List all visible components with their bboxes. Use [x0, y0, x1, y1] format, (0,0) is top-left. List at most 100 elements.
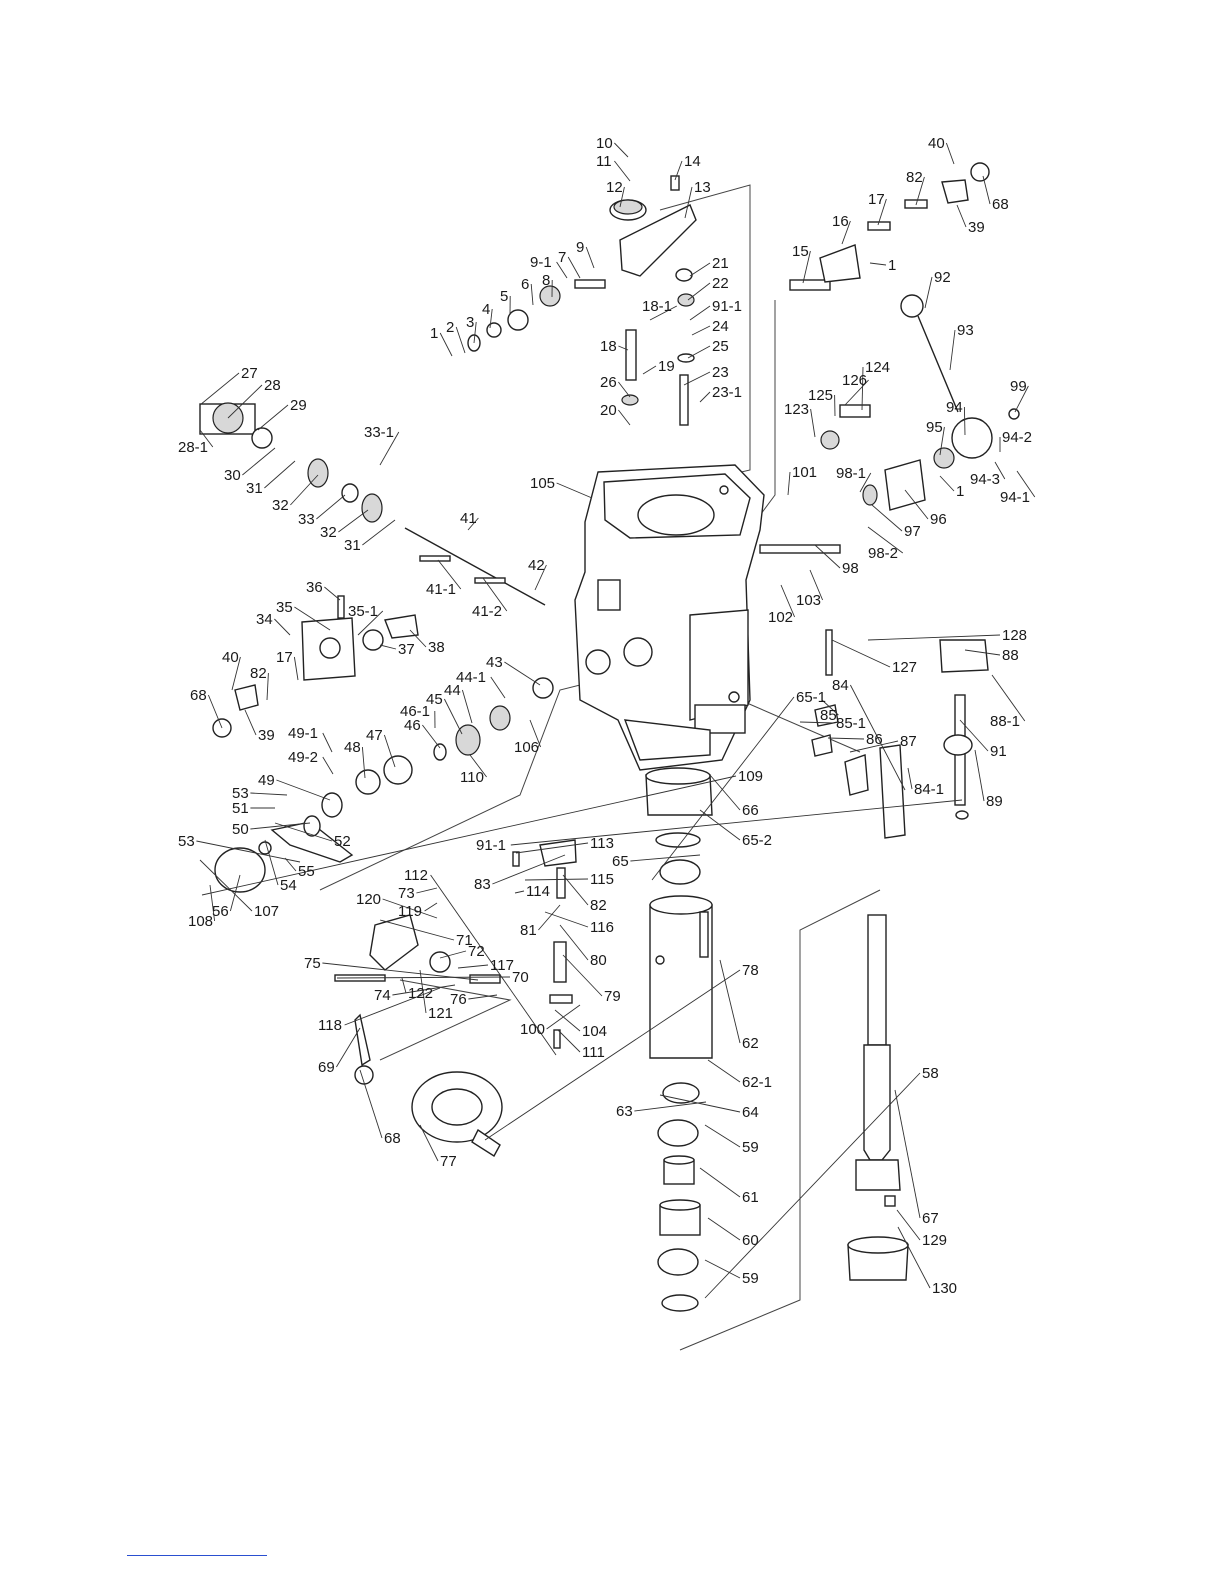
leader-line-59	[704, 1124, 741, 1148]
leader-line-17	[293, 656, 299, 681]
part-label-18: 18	[600, 338, 617, 355]
part-label-35-1: 35-1	[348, 603, 378, 620]
part-label-68: 68	[992, 196, 1009, 213]
part-label-1: 1	[888, 257, 896, 274]
part-label-130: 130	[932, 1280, 957, 1297]
leader-line-31	[362, 519, 396, 546]
part-label-50: 50	[232, 821, 249, 838]
part-label-68: 68	[190, 687, 207, 704]
spindle-67	[847, 914, 909, 1281]
feed-assembly	[334, 839, 577, 1157]
leader-line-48	[361, 746, 366, 779]
part-label-25: 25	[712, 338, 729, 355]
part-label-70: 70	[512, 969, 529, 986]
part-label-58: 58	[922, 1065, 939, 1082]
leader-line-82	[562, 874, 589, 906]
leader-line-88	[964, 649, 1001, 656]
leader-line-94-1	[1016, 470, 1036, 498]
leader-line-13	[684, 186, 693, 219]
part-label-9: 9	[576, 239, 584, 256]
leader-line-91	[959, 719, 989, 752]
leader-line-62	[719, 959, 741, 1044]
part-label-94-2: 94-2	[1002, 429, 1032, 446]
leader-line-17	[877, 198, 887, 226]
leader-line-24	[691, 325, 711, 336]
part-label-31: 31	[246, 480, 263, 497]
leader-line-3	[473, 321, 477, 344]
part-label-127: 127	[892, 659, 917, 676]
part-label-84: 84	[832, 677, 849, 694]
part-label-110: 110	[460, 769, 484, 786]
leader-line-39	[956, 204, 967, 228]
leader-line-1	[869, 262, 887, 266]
part-label-21: 21	[712, 255, 729, 272]
part-label-88-1: 88-1	[990, 713, 1020, 730]
part-label-49-2: 49-2	[288, 749, 318, 766]
leader-line-89	[974, 749, 985, 802]
leader-line-1	[939, 475, 955, 492]
part-label-48: 48	[344, 739, 361, 756]
part-label-113: 113	[590, 835, 614, 852]
leader-line-29	[257, 404, 289, 431]
leader-line-15	[802, 250, 811, 284]
part-label-103: 103	[796, 592, 821, 609]
leader-line-6	[530, 283, 534, 306]
part-label-80: 80	[590, 952, 607, 969]
leader-line-77	[419, 1124, 439, 1162]
leader-line-27	[199, 372, 240, 406]
leader-line-33-1	[379, 431, 400, 466]
part-label-44-1: 44-1	[456, 669, 486, 686]
part-label-35: 35	[276, 599, 293, 616]
leader-line-71	[379, 919, 455, 941]
part-label-37: 37	[398, 641, 415, 658]
part-label-82: 82	[250, 665, 267, 682]
part-label-17: 17	[868, 191, 885, 208]
leader-line-41-1	[437, 559, 462, 590]
part-label-98-2: 98-2	[868, 545, 898, 562]
part-label-1: 1	[430, 325, 438, 342]
part-label-128: 128	[1002, 627, 1027, 644]
leader-line-33	[316, 494, 346, 520]
part-label-41-1: 41-1	[426, 581, 456, 598]
leader-line-107	[199, 859, 253, 912]
leader-line-130	[897, 1226, 931, 1289]
part-label-9-1: 9-1	[530, 254, 552, 271]
leader-line-91-1	[689, 305, 711, 321]
part-label-5: 5	[500, 288, 508, 305]
leader-line-49	[276, 779, 331, 801]
part-label-121: 121	[428, 1005, 453, 1022]
part-label-120: 120	[356, 891, 381, 908]
leader-line-32	[338, 509, 369, 533]
part-label-104: 104	[582, 1023, 607, 1040]
part-label-63: 63	[616, 1103, 633, 1120]
leader-line-9-1	[556, 261, 568, 279]
leader-line-119	[424, 902, 438, 912]
leader-line-91-1	[510, 799, 963, 846]
part-label-66: 66	[742, 802, 759, 819]
part-label-77: 77	[440, 1153, 457, 1170]
leader-line-46	[422, 724, 441, 749]
leader-line-124	[861, 366, 864, 411]
part-label-41: 41	[460, 510, 477, 527]
part-label-68: 68	[384, 1130, 401, 1147]
leader-line-44	[461, 689, 473, 724]
leader-line-1	[439, 332, 453, 357]
leader-line-82	[266, 672, 269, 701]
part-label-114: 114	[526, 883, 550, 900]
leader-line-65-2	[699, 809, 741, 841]
leader-line-12	[619, 186, 625, 208]
part-label-41-2: 41-2	[472, 603, 502, 620]
part-label-19: 19	[658, 358, 675, 375]
footer-rule	[127, 1555, 267, 1556]
leader-line-68	[359, 1069, 383, 1139]
leader-line-44-1	[490, 676, 506, 699]
part-label-78: 78	[742, 962, 759, 979]
part-label-125: 125	[808, 387, 833, 404]
part-label-39: 39	[258, 727, 275, 744]
leader-line-85-1	[799, 721, 835, 724]
leader-line-65	[630, 854, 701, 862]
leader-line-128	[867, 634, 1001, 641]
leader-line-39	[244, 709, 257, 736]
part-label-1: 1	[956, 483, 964, 500]
part-label-14: 14	[684, 153, 701, 170]
